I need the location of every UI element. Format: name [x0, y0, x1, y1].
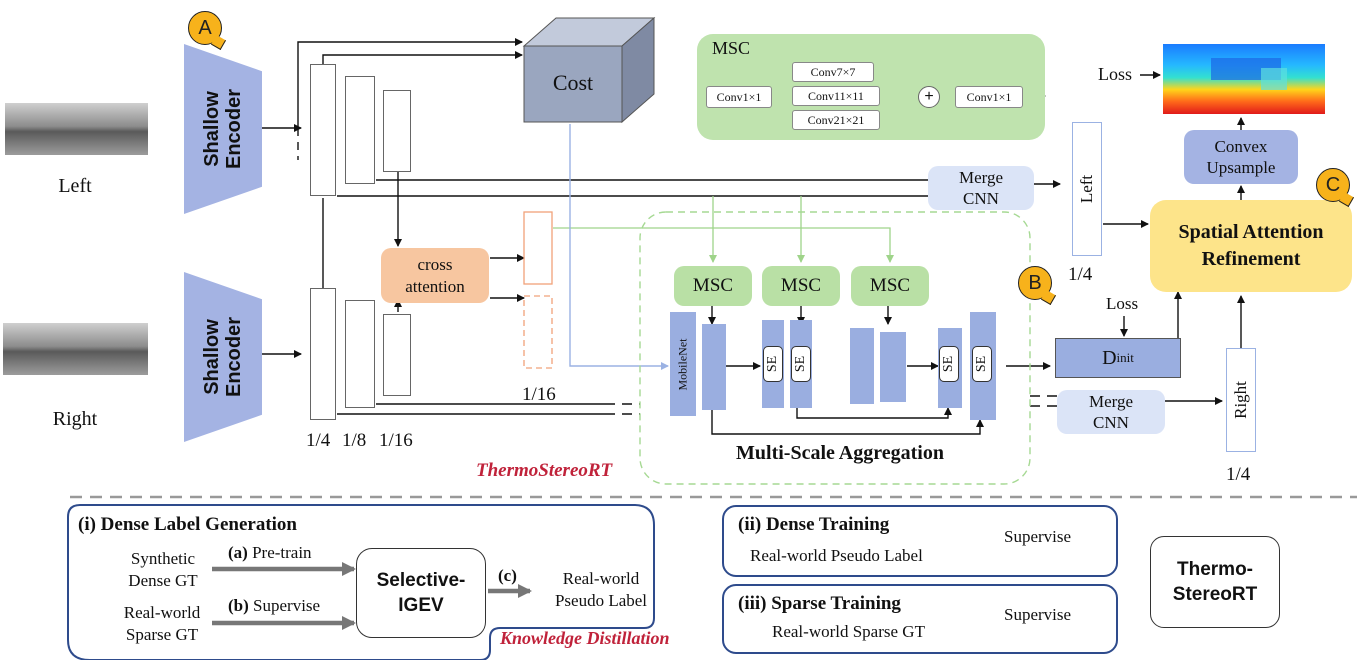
merge-cnn-bottom-label: Merge CNN — [1088, 392, 1134, 432]
cost-label: Cost — [552, 70, 594, 95]
right-feature-eighth — [345, 300, 375, 408]
disparity-output-map — [1163, 44, 1325, 114]
msc-branch-7: Conv7×7 — [792, 62, 874, 82]
sparse-training-frame — [722, 584, 1118, 654]
convex-upsample-block: Convex Upsample — [1184, 130, 1298, 184]
right-image-label: Right — [52, 408, 98, 430]
agg-feature-1 — [702, 324, 726, 410]
thermostereort-result-label: Thermo- StereoRT — [1172, 559, 1258, 605]
loss-top-label: Loss — [1098, 64, 1133, 84]
dense-training-title: (ii) Dense Training — [738, 514, 890, 535]
dense-training-source: Real-world Pseudo Label — [750, 546, 923, 565]
synthetic-gt-label: Synthetic Dense GT — [128, 549, 198, 590]
se-block-4: SE — [972, 346, 992, 382]
right-feature-quarter — [310, 288, 336, 420]
thermostereort-result-block: Thermo- StereoRT — [1150, 536, 1280, 628]
d-init-main: D — [1102, 346, 1117, 369]
d-init-sub: init — [1116, 350, 1134, 365]
selective-igev-block: Selective- IGEV — [356, 548, 486, 638]
realworld-sparse-gt-label: Real-world Sparse GT — [123, 603, 201, 644]
left-merged-label: Left — [1077, 174, 1097, 204]
selective-igev-label: Selective- IGEV — [376, 570, 466, 616]
left-merged-scale: 1/4 — [1068, 264, 1093, 285]
shallow-encoder-bottom — [184, 272, 262, 442]
merge-cnn-bottom: Merge CNN — [1057, 390, 1165, 434]
scale-quarter: 1/4 — [306, 430, 331, 451]
sparse-training-source: Real-world Sparse GT — [772, 622, 925, 641]
dense-label-title: (i) Dense Label Generation — [78, 514, 298, 535]
knowledge-distillation-label: Knowledge Distillation — [500, 628, 670, 648]
shallow-encoder-top — [184, 44, 262, 214]
agg-msc-3: MSC — [851, 266, 929, 306]
spatial-attention-label: Spatial Attention Refinement — [1178, 221, 1324, 270]
mobilenet-block: MobileNet — [670, 312, 696, 416]
merge-cnn-top-label: Merge CNN — [958, 168, 1004, 208]
msc-sum-node: + — [918, 86, 940, 108]
aggregation-title: Multi-Scale Aggregation — [736, 442, 944, 464]
se-label-4: SE — [974, 355, 989, 373]
msc-branch-11: Conv11×11 — [792, 86, 880, 106]
agg-msc-1: MSC — [674, 266, 752, 306]
se-block-1: SE — [763, 346, 783, 382]
merge-cnn-top: Merge CNN — [928, 166, 1034, 210]
shallow-encoder-top-label: Shallow Encoder — [201, 88, 245, 170]
shallow-encoder-bottom-label: Shallow Encoder — [201, 316, 245, 398]
left-feature-sixteenth — [383, 90, 411, 172]
loss-mid-label: Loss — [1106, 294, 1139, 313]
msc-conv-in: Conv1×1 — [706, 86, 772, 108]
left-feature-eighth — [345, 76, 375, 184]
se-label-3: SE — [941, 355, 956, 373]
left-image-label: Left — [58, 175, 92, 197]
badge-a: A — [188, 11, 222, 45]
dense-training-frame — [722, 505, 1118, 577]
left-feature-quarter — [310, 64, 336, 196]
agg-feature-5 — [880, 332, 906, 402]
pseudo-label-output: Real-world Pseudo Label — [554, 569, 648, 610]
badge-c: C — [1316, 168, 1350, 202]
se-label-1: SE — [765, 355, 780, 373]
model-name-label: ThermoStereoRT — [476, 460, 613, 481]
scale-cross-out: 1/16 — [522, 384, 556, 405]
se-label-2: SE — [793, 355, 808, 373]
cross-attention-label: cross attention — [405, 254, 465, 296]
supervise-tag: (b) — [228, 596, 249, 615]
msc-branch-21: Conv21×21 — [792, 110, 880, 130]
pretrain-tag: (a) — [228, 543, 248, 562]
pretrain-step: (a) Pre-train — [228, 543, 312, 563]
left-merged-feature: Left — [1072, 122, 1102, 256]
spatial-attention-refinement-block: Spatial Attention Refinement — [1150, 200, 1352, 292]
pretrain-text: Pre-train — [252, 543, 312, 562]
right-feature-sixteenth — [383, 314, 411, 396]
mobilenet-label: MobileNet — [675, 338, 690, 390]
badge-b: B — [1018, 266, 1052, 300]
sparse-training-action: Supervise — [1004, 605, 1072, 624]
dense-training-action: Supervise — [1004, 527, 1072, 546]
supervise-text: Supervise — [253, 596, 321, 615]
agg-feature-4 — [850, 328, 874, 404]
pseudo-step-tag: (c) — [498, 566, 517, 585]
convex-upsample-label: Convex Upsample — [1206, 137, 1276, 177]
right-merged-scale: 1/4 — [1226, 464, 1251, 485]
supervise-step: (b) Supervise — [228, 596, 320, 616]
right-thermal-image — [3, 323, 148, 375]
cross-attention-block: cross attention — [381, 248, 489, 303]
agg-msc-2: MSC — [762, 266, 840, 306]
scale-sixteenth: 1/16 — [379, 430, 413, 451]
se-block-2: SE — [791, 346, 811, 382]
msc-conv-out: Conv1×1 — [955, 86, 1023, 108]
left-thermal-image — [5, 103, 148, 155]
right-merged-feature: Right — [1226, 348, 1256, 452]
se-block-3: SE — [939, 346, 959, 382]
cost-volume-cube — [522, 16, 656, 124]
msc-panel-title: MSC — [712, 38, 751, 58]
scale-eighth: 1/8 — [342, 430, 367, 451]
right-merged-label: Right — [1231, 381, 1251, 419]
sparse-training-title: (iii) Sparse Training — [738, 593, 901, 614]
